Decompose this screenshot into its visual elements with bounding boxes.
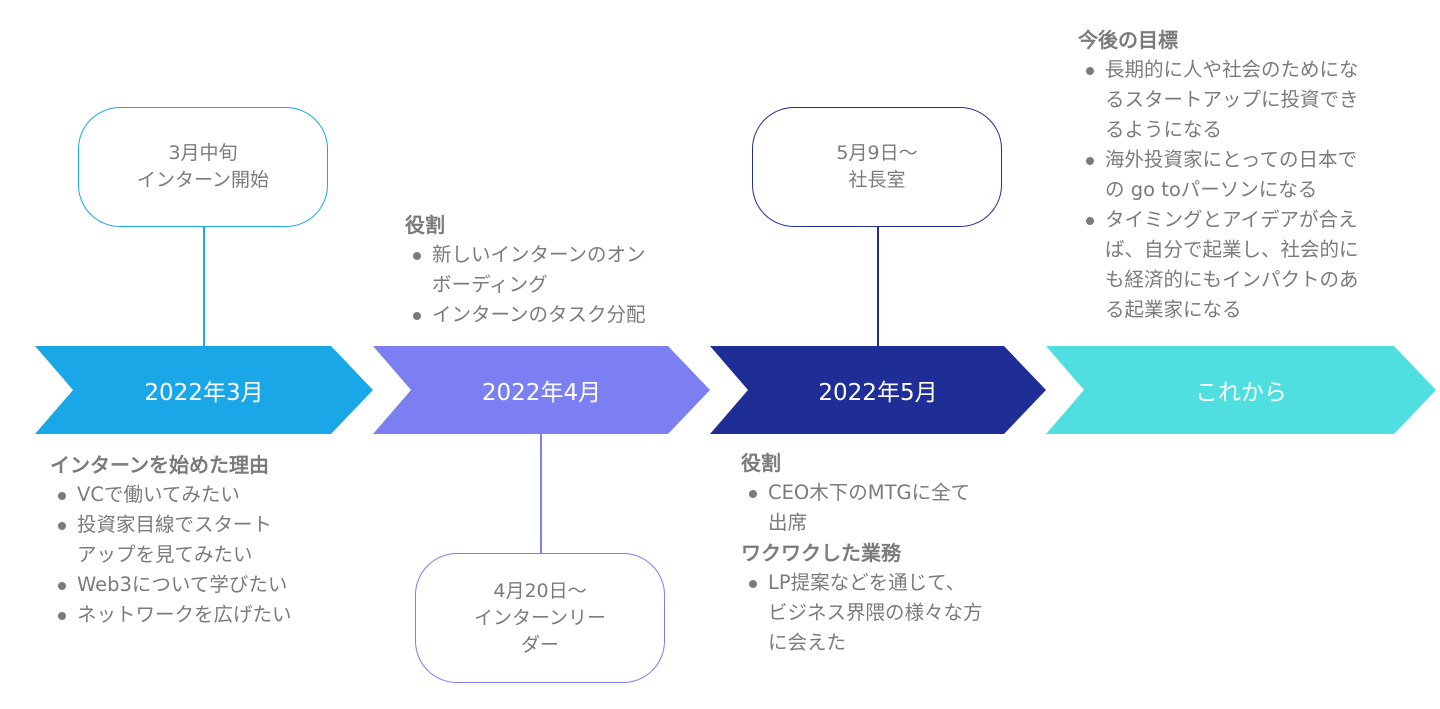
milestone-intern-leader: 4月20日～ インターンリー ダー: [415, 553, 665, 683]
april-role-block: 役割 新しいインターンのオン ボーディング インターンのタスク分配: [405, 210, 705, 330]
reasons-block: インターンを始めた理由 VCで働いてみたい 投資家目線でスタート アップを見てみ…: [50, 450, 350, 630]
stage-chevron-future: これから: [1046, 346, 1436, 434]
list-item: タイミングとアイデアが合え ば、自分で起業し、社会的に も経済的にもインパクトの…: [1078, 205, 1418, 325]
list-item: ネットワークを広げたい: [50, 600, 350, 630]
list-item: VCで働いてみたい: [50, 480, 350, 510]
stage-chevron-apr: 2022年4月: [373, 346, 710, 434]
list-item: 投資家目線でスタート アップを見てみたい: [50, 510, 350, 570]
future-goals-block: 今後の目標 長期的に人や社会のためにな るスタートアップに投資でき るようになる…: [1078, 25, 1418, 325]
connector-line-apr: [540, 434, 542, 554]
role-heading: 役割: [405, 213, 445, 237]
list-item: LP提案などを通じて、 ビジネス界隈の様々な方 に会えた: [741, 568, 1041, 658]
connector-line-may: [877, 226, 879, 346]
list-item: CEO木下のMTGに全て 出席: [741, 478, 1041, 538]
list-item: 長期的に人や社会のためにな るスタートアップに投資でき るようになる: [1078, 55, 1418, 145]
exciting-work-heading: ワクワクした業務: [741, 541, 901, 565]
stage-chevron-mar: 2022年3月: [35, 346, 373, 434]
list-item: インターンのタスク分配: [405, 300, 705, 330]
milestone-president-office: 5月9日～ 社長室: [752, 107, 1002, 227]
stage-label: これから: [1195, 380, 1287, 406]
stage-label: 2022年5月: [818, 380, 938, 406]
stage-label: 2022年4月: [481, 380, 602, 406]
goals-heading: 今後の目標: [1078, 28, 1178, 52]
milestone-internship-start: 3月中旬 インターン開始: [78, 107, 328, 227]
list-item: 海外投資家にとっての日本で の go toパーソンになる: [1078, 145, 1418, 205]
may-role-block: 役割 CEO木下のMTGに全て 出席 ワクワクした業務 LP提案などを通じて、 …: [741, 448, 1041, 658]
list-item: 新しいインターンのオン ボーディング: [405, 240, 705, 300]
reasons-heading: インターンを始めた理由: [50, 453, 269, 477]
stage-chevron-may: 2022年5月: [710, 346, 1046, 434]
role-heading: 役割: [741, 451, 781, 475]
connector-line-mar: [203, 226, 205, 346]
stage-label: 2022年3月: [144, 380, 264, 406]
list-item: Web3について学びたい: [50, 570, 350, 600]
